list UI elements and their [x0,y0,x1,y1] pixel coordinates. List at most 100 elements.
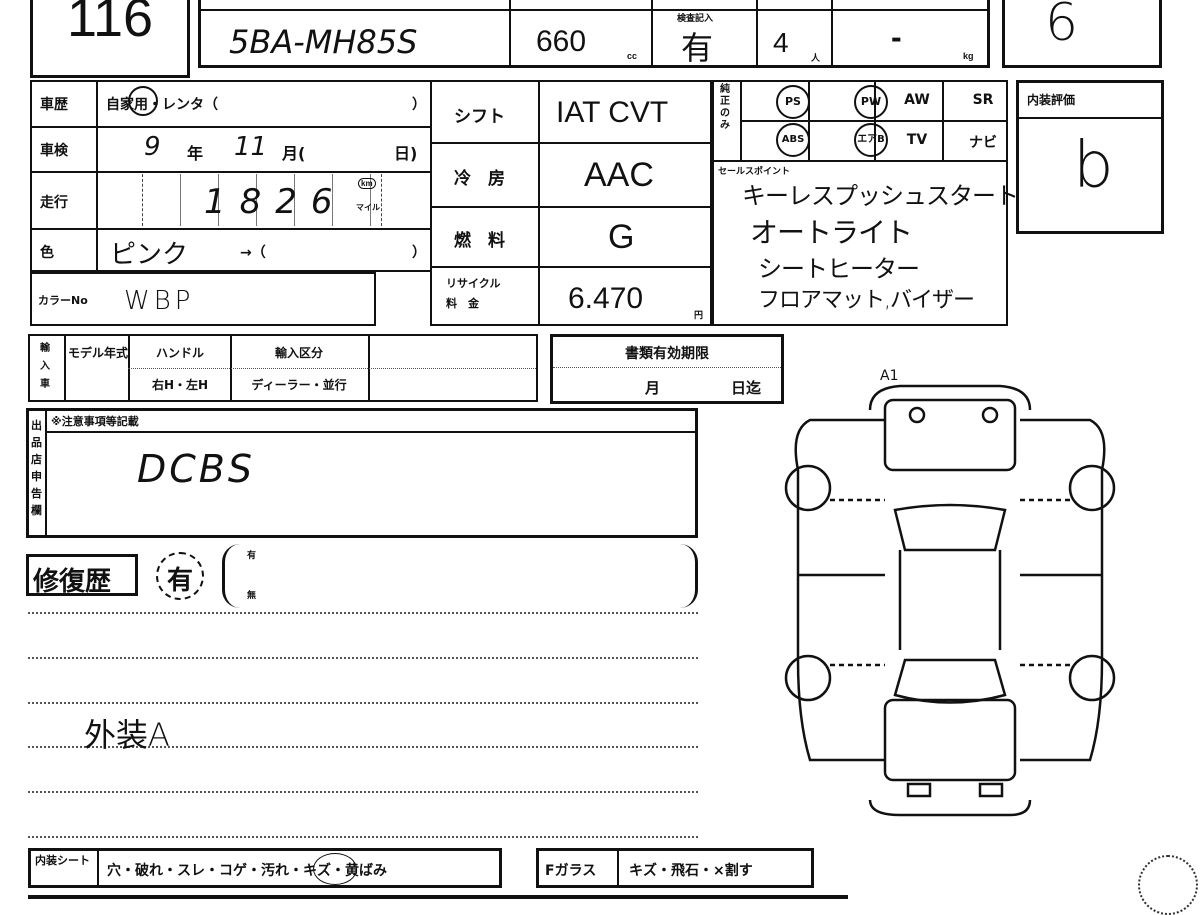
interior-grade-value: b [1073,129,1114,203]
equipment-abs-circled: ABS [776,123,810,157]
car-diagram: A1 [784,368,1116,817]
mileage-label: 走行 [40,195,68,211]
lot-number: 116 [66,0,154,48]
capacity-unit: 人 [811,53,821,63]
inspection-value: 有 [681,29,714,67]
import-box: 輸入車 モデル年式 ハンドル 右H・左H 輸入区分 ディーラー・並行 [28,334,538,402]
documents-box: 書類有効期限 月 日迄 [550,334,784,404]
repair-sub-yes: 有 [247,551,257,561]
notes-side-label: 出品店申告欄 [31,419,42,517]
notes-box: 出品店申告欄 ※注意事項等記載 DCBS [26,408,698,538]
handle-label: ハンドル [155,346,204,360]
car-diagram-mark: A1 [880,368,898,384]
ac-value: AAC [584,156,654,194]
load: - [891,19,902,55]
load-unit: kg [963,51,974,61]
sales-point-line: シートヒーター [758,255,920,283]
inspector-line [28,612,698,614]
inspector-line [28,791,698,793]
import-label: 輸入車 [40,343,50,390]
history-value: 自家用・レンタ（ [106,97,218,113]
wheel-front-left [784,464,832,512]
color-no-label: カラーNo [38,294,88,307]
capacity: 4 [773,27,789,58]
trunk-outline [883,698,1017,782]
rear-bumper-outline [868,799,1032,817]
import-type-value: ディーラー・並行 [251,378,347,392]
shaken-month: 11 [234,132,268,162]
documents-label: 書類有効期限 [625,346,709,362]
specs-table: シフト IAT CVT 冷 房 AAC 燃 料 G リサイクル料 金 6.470… [430,80,712,326]
shaken-year-unit: 年 [187,144,204,163]
history-circle-mark [128,86,158,116]
equipment-pw-circled: PW [854,85,888,119]
repair-value-circle: 有 [156,552,204,600]
recycle-label: リサイクル料 金 [446,277,501,310]
model-year-label: モデル年式 [68,346,129,360]
model-row: 5BA-MH85S 660 cc 検査記入 有 4 人 - kg [198,0,990,68]
equipment-ps-circled: PS [776,85,810,119]
rear-window-outline [893,658,1007,704]
ac-label: 冷 房 [454,169,505,189]
interior-grade-box: 内装評価 b [1016,80,1164,234]
shift-value: IAT CVT [556,96,669,129]
repair-bracket: 有 無 [222,544,698,608]
repair-label-box: 修復歴 [26,554,138,597]
equipment-airbag-circled: エアB [854,123,888,157]
sales-points-label: セールスポイント [718,167,791,177]
stamp-circle [1138,855,1198,915]
overall-grade-box: 6 [1002,0,1162,68]
overall-grade: 6 [1045,0,1079,53]
recycle-unit: 円 [694,310,704,320]
shaken-year: 9 [144,132,161,162]
displacement: 660 [536,25,587,58]
equipment-navi: ナビ [969,135,997,151]
wheel-rear-left [784,654,832,702]
wheel-rear-right [1068,654,1116,702]
interior-grade-label: 内装評価 [1027,93,1076,107]
fuel-label: 燃 料 [454,231,505,251]
glass-options: キズ・飛石・×割す [629,863,753,879]
repair-label: 修復歴 [33,567,112,597]
equipment-label: 純正のみ [720,84,730,131]
shaken-day-unit: 日) [394,144,418,163]
inspector-line [28,657,698,659]
documents-month: 月 [645,379,661,397]
inspection-label: 検査記入 [677,13,714,23]
left-side-outline [794,418,885,762]
notes-value: DCBS [137,447,255,491]
seat-box: 内装シート 穴・破れ・スレ・コゲ・汚れ・キズ・黄ばみ [28,848,502,888]
documents-day: 日迄 [731,379,762,397]
mileage-value: 1826 [204,182,347,222]
right-side-outline [1020,418,1106,762]
inspector-line [28,836,698,838]
color-no-value: WBP [124,286,195,316]
hood-outline [883,398,1017,472]
history-label: 車歴 [40,97,68,113]
sales-point-line: フロアマット,バイザー [758,288,975,313]
inspector-line [28,746,698,748]
handle-value: 右H・左H [151,378,209,392]
mileage-unit-km: km [358,178,376,189]
glass-label: Fガラス [545,863,597,879]
mileage-unit-mile: マイル [356,203,380,212]
fuel-value: G [608,218,635,256]
shaken-month-unit: 月( [282,144,306,163]
shift-label: シフト [454,107,505,127]
import-type-label: 輸入区分 [274,346,323,360]
equipment-sr: SR [972,92,994,108]
wheel-front-right [1068,464,1116,512]
notes-header: ※注意事項等記載 [51,415,139,428]
shaken-label: 車検 [40,143,68,159]
seat-label: 内装シート [35,854,90,867]
sales-point-line: オートライト [750,216,913,249]
inspector-note: 外装A [84,716,170,754]
repair-sub-no: 無 [247,591,257,601]
color-no-row: カラーNo WBP [30,272,376,326]
lot-number-box: 116 [30,0,190,78]
model-code: 5BA-MH85S [229,23,418,61]
inspector-line [28,702,698,704]
history-close: ） [412,97,426,113]
color-value: ピンク [110,240,189,270]
displacement-unit: cc [627,51,638,61]
